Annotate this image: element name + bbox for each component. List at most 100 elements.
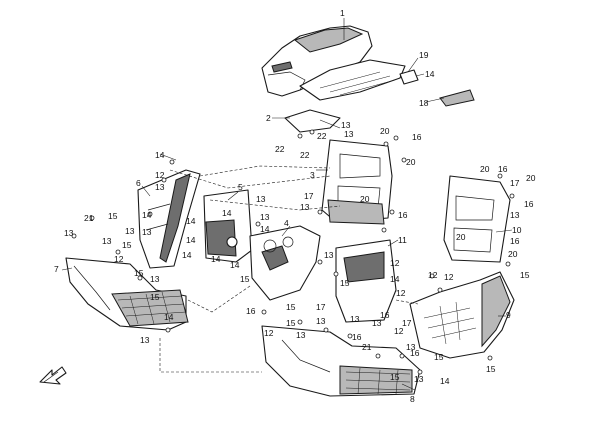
backrest-frame-10-part xyxy=(443,175,511,263)
backrest-frame-3-part xyxy=(321,139,393,225)
callout-label: 16 xyxy=(498,164,508,174)
callout-label: 6 xyxy=(136,178,141,188)
callout-label: 16 xyxy=(510,236,520,246)
bracket-19-part xyxy=(399,69,419,85)
callout-label: 20 xyxy=(456,232,466,242)
direction-arrow-icon xyxy=(39,366,67,385)
callout-label: 15 xyxy=(390,372,400,382)
callout-label: 15 xyxy=(150,292,160,302)
side-panel-9-part xyxy=(409,271,515,359)
callout-label: 13 xyxy=(406,342,416,352)
callout-label: 15 xyxy=(122,240,132,250)
callout-label: 15 xyxy=(134,268,144,278)
panel-11-part xyxy=(335,239,397,323)
callout-label: 15 xyxy=(486,364,496,374)
callout-label: 13 xyxy=(150,274,160,284)
callout-label: 15 xyxy=(108,211,118,221)
leader-lines xyxy=(61,18,513,391)
callout-label: 13 xyxy=(64,228,74,238)
callout-label: 14 xyxy=(440,376,450,386)
callout-label: 12 xyxy=(444,272,454,282)
console-4-part xyxy=(249,225,321,301)
callout-label: 13 xyxy=(140,335,150,345)
callout-label: 13 xyxy=(256,194,266,204)
callout-label: 20 xyxy=(526,173,536,183)
callout-label: 7 xyxy=(54,264,59,274)
callout-label: 15 xyxy=(520,270,530,280)
callout-label: 17 xyxy=(402,318,412,328)
callout-label: 21 xyxy=(84,213,94,223)
callout-label: 12 xyxy=(264,328,274,338)
assembly-guide-lines xyxy=(159,165,419,373)
callout-label: 16 xyxy=(412,132,422,142)
callout-label: 14 xyxy=(186,235,196,245)
callout-label: 16 xyxy=(410,348,420,358)
callout-label: 20 xyxy=(508,249,518,259)
callout-label: 20 xyxy=(406,157,416,167)
footwell-8-part xyxy=(261,325,421,397)
callout-label: 14 xyxy=(164,312,174,322)
callout-label: 13 xyxy=(510,210,520,220)
callout-label: 19 xyxy=(419,50,429,60)
side-panel-6-part xyxy=(137,169,201,269)
callout-label: 20 xyxy=(360,194,370,204)
footwell-7-part xyxy=(65,257,189,331)
callout-label: 14 xyxy=(230,260,240,270)
callout-label: 14 xyxy=(142,210,152,220)
callout-label: 15 xyxy=(340,278,350,288)
callout-label: 12 xyxy=(114,254,124,264)
callout-label: 9 xyxy=(506,310,511,320)
callout-label: 14 xyxy=(222,208,232,218)
callout-label: 16 xyxy=(352,332,362,342)
callout-label: 12 xyxy=(428,270,438,280)
callout-label: 17 xyxy=(316,302,326,312)
callout-label: 17 xyxy=(510,178,520,188)
callout-label: 22 xyxy=(317,131,327,141)
callout-label: 2 xyxy=(266,113,271,123)
callout-label: 13 xyxy=(125,226,135,236)
callout-labels: 1 19 14 18 2 13 22 22 22 13 16 20 3 20 1… xyxy=(54,8,536,404)
callout-label: 15 xyxy=(240,274,250,284)
callout-label: 16 xyxy=(246,306,256,316)
callout-label: 12 xyxy=(390,258,400,268)
callout-label: 14 xyxy=(182,250,192,260)
callout-label: 20 xyxy=(480,164,490,174)
callout-label: 14 xyxy=(155,150,165,160)
callout-label: 5 xyxy=(238,182,243,192)
callout-label: 16 xyxy=(398,210,408,220)
callout-label: 16 xyxy=(524,199,534,209)
top-cover-part xyxy=(261,25,406,101)
callout-label: 13 xyxy=(414,374,424,384)
callout-label: 14 xyxy=(390,274,400,284)
pad-18-part xyxy=(439,89,475,107)
console-5-part xyxy=(203,189,253,263)
callout-label: 20 xyxy=(380,126,390,136)
callout-label: 15 xyxy=(286,318,296,328)
bracket-2-part xyxy=(284,109,341,133)
callout-label: 15 xyxy=(434,352,444,362)
callout-label: 4 xyxy=(284,218,289,228)
fasteners xyxy=(71,129,515,375)
callout-label: 13 xyxy=(155,182,165,192)
callout-label: 13 xyxy=(300,202,310,212)
callout-label: 14 xyxy=(211,254,221,264)
callout-label: 13 xyxy=(102,236,112,246)
callout-label: 13 xyxy=(372,318,382,328)
callout-label: 13 xyxy=(142,227,152,237)
callout-label: 12 xyxy=(155,170,165,180)
callout-label: 13 xyxy=(296,330,306,340)
callout-label: 13 xyxy=(260,212,270,222)
callout-label: 11 xyxy=(398,235,407,245)
callout-label: 12 xyxy=(396,288,406,298)
callout-label: 13 xyxy=(324,250,334,260)
callout-label: 21 xyxy=(362,342,372,352)
callout-label: 14 xyxy=(425,69,435,79)
callout-label: 13 xyxy=(341,120,351,130)
callout-label: 12 xyxy=(394,326,404,336)
callout-label: 16 xyxy=(380,310,390,320)
callout-label: 13 xyxy=(344,129,354,139)
callout-label: 18 xyxy=(419,98,429,108)
callout-label: 13 xyxy=(316,316,326,326)
